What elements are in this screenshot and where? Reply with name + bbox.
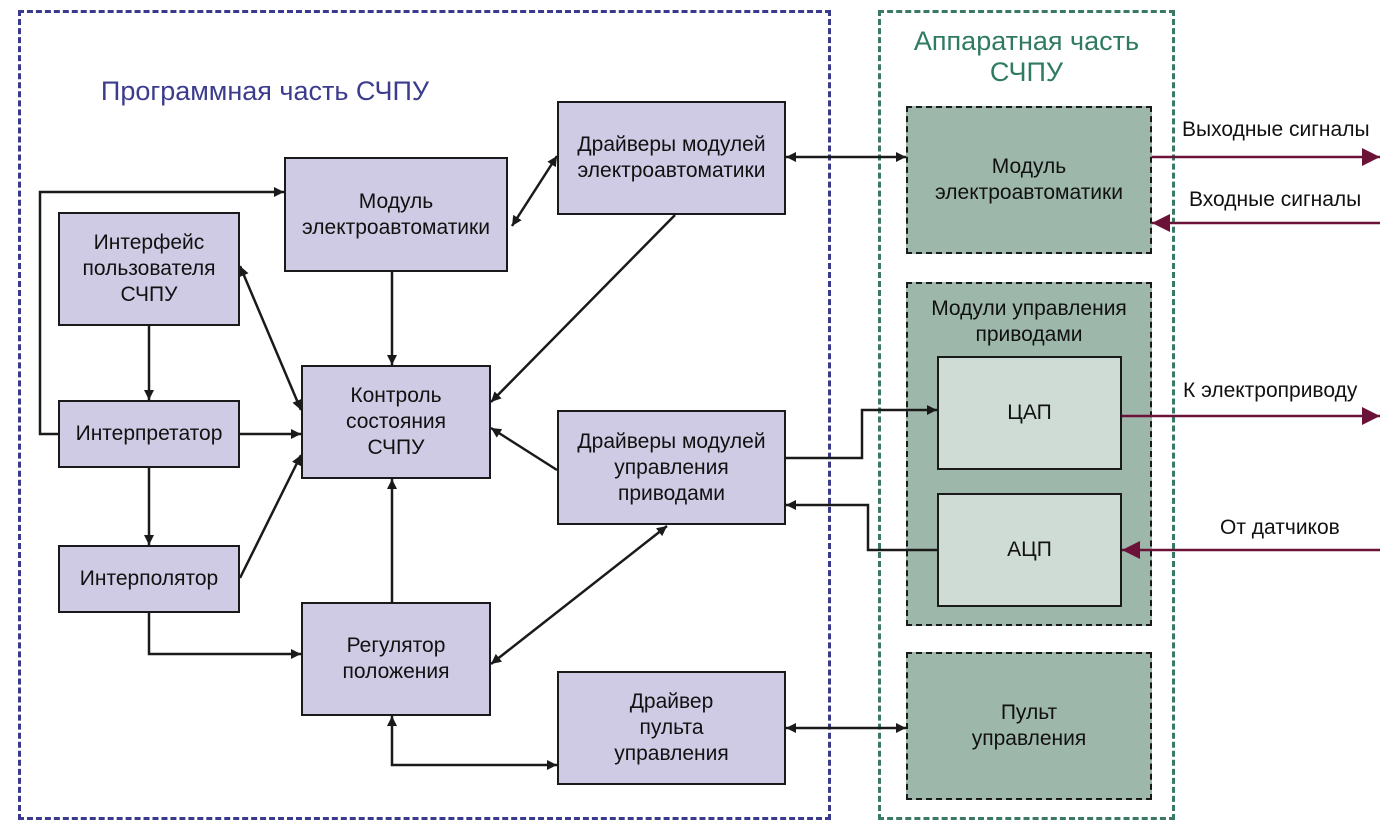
software-region bbox=[18, 10, 831, 820]
drivedrivers-to-state-arrow bbox=[490, 426, 558, 472]
electromodule-drivers-bidirectional-arrow bbox=[510, 155, 559, 227]
panel-driver-block: Драйвер пульта управления bbox=[557, 671, 786, 785]
user-interface-block: Интерфейс пользователя СЧПУ bbox=[58, 212, 240, 326]
state-control-block: Контроль состояния СЧПУ bbox=[301, 365, 491, 479]
regulator-paneldriver-bidirectional-arrow bbox=[387, 716, 557, 770]
interpreter-block: Интерпретатор bbox=[58, 400, 240, 468]
interpreter-to-electromodule-arrow bbox=[38, 187, 284, 436]
ui-state-bidirectional-arrow bbox=[238, 265, 303, 411]
electrodrivers-to-state-arrow bbox=[490, 214, 676, 403]
dac-block: ЦАП bbox=[937, 356, 1122, 470]
output-signals-label: Выходные сигналы bbox=[1182, 118, 1370, 141]
interpolator-block: Интерполятор bbox=[58, 545, 240, 613]
electroautomatics-module-sw-block: Модуль электроавтоматики bbox=[284, 157, 508, 272]
to-drive-label: К электроприводу bbox=[1183, 379, 1358, 402]
position-regulator-block: Регулятор положения bbox=[301, 602, 491, 716]
adc-to-drivedrivers-arrow bbox=[786, 500, 937, 552]
electroautomatics-drivers-block: Драйверы модулей электроавтоматики bbox=[557, 101, 786, 215]
drive-drivers-block: Драйверы модулей управления приводами bbox=[557, 410, 786, 525]
hardware-region-title: Аппаратная часть СЧПУ bbox=[913, 26, 1140, 87]
interpolator-to-state-arrow bbox=[238, 454, 303, 579]
from-sensors-label: От датчиков bbox=[1220, 516, 1340, 539]
drivedrivers-regulator-bidirectional-arrow bbox=[490, 525, 668, 665]
software-region-title: Программная часть СЧПУ bbox=[100, 76, 430, 106]
control-panel-block: Пульт управления bbox=[906, 652, 1152, 800]
adc-block: АЦП bbox=[937, 493, 1122, 607]
drivedrivers-to-dac-arrow bbox=[786, 405, 937, 460]
input-signals-label: Входные сигналы bbox=[1189, 188, 1362, 211]
electroautomatics-module-hw-block: Модуль электроавтоматики bbox=[906, 106, 1152, 254]
interpolator-to-regulator-arrow bbox=[147, 613, 301, 659]
